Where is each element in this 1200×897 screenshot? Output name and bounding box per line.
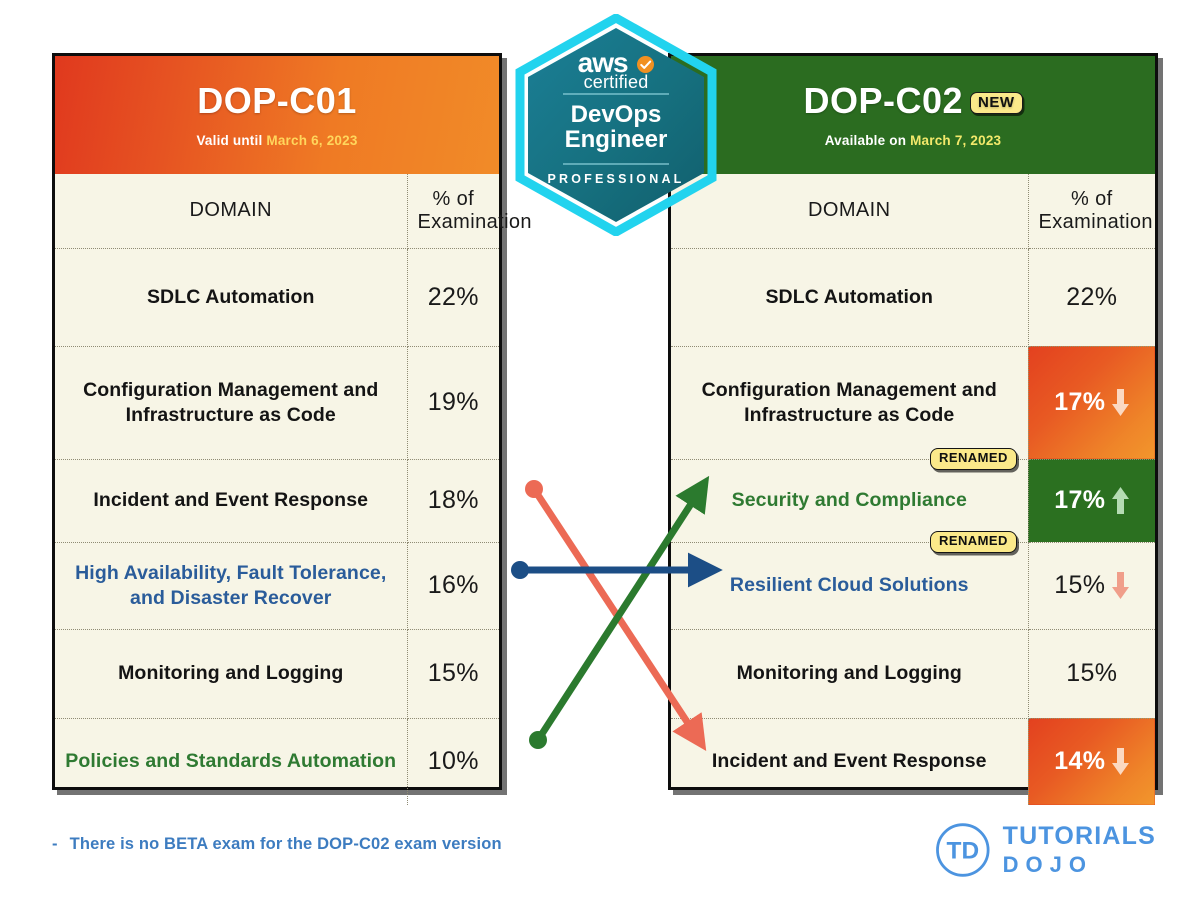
td-wordmark: TUTORIALS DOJO — [1003, 824, 1156, 876]
dop-c01-panel: DOP-C01 Valid until March 6, 2023 DOMAIN… — [52, 53, 532, 805]
dop-c02-availability-prefix: Available on — [824, 132, 907, 148]
dop-c02-panel: DOP-C02 NEW Available on March 7, 2023 D… — [668, 53, 1158, 805]
td-line-2: DOJO — [1002, 852, 1093, 877]
dop-c02-domain-cell-4: Resilient Cloud Solutions — [671, 542, 1029, 630]
dop-c01-pct-cell-3: 18% — [407, 459, 499, 543]
table-row: Security and Compliance 17% — [671, 459, 1155, 543]
td-monogram-icon: TD — [936, 823, 990, 877]
dop-c02-pct-cell-4: 15% — [1028, 542, 1155, 630]
dop-c01-domain-cell-1: SDLC Automation — [55, 248, 408, 347]
dop-c01-pct-cell-4: 16% — [407, 542, 499, 630]
dop-c01-pct-cell-6: 10% — [427, 747, 479, 776]
dop-c01-domain-cell-2: Configuration Management and Infrastruct… — [55, 346, 408, 460]
table-row: Incident and Event Response 14% — [671, 718, 1155, 805]
dop-c01-validity-prefix: Valid until — [196, 132, 263, 148]
trend-up-icon — [1112, 487, 1130, 514]
dop-c02-domain-cell-2: Configuration Management and Infrastruct… — [671, 346, 1029, 460]
renamed-badge-security-compliance: RENAMED — [930, 448, 1017, 470]
aws-level-label: PROFESSIONAL — [547, 172, 685, 186]
dop-c02-domain-cell-6: Incident and Event Response — [671, 718, 1029, 805]
dop-c01-domain-cell-3: Incident and Event Response — [55, 459, 408, 543]
dop-c01-banner: DOP-C01 Valid until March 6, 2023 — [55, 56, 499, 174]
dop-c02-availability-date: March 7, 2023 — [910, 132, 1002, 148]
dop-c02-table: DOMAIN % of Examination SDLC Automation … — [671, 174, 1155, 805]
dop-c02-col-domain: DOMAIN — [671, 174, 1029, 249]
table-row: Resilient Cloud Solutions 15% — [671, 542, 1155, 630]
dop-c02-domain-cell-1: SDLC Automation — [671, 248, 1029, 347]
dop-c01-pct-cell-2: 19% — [407, 346, 499, 460]
dop-c02-header-row: DOMAIN % of Examination — [671, 174, 1155, 249]
dop-c01-domain-cell-5: Monitoring and Logging — [55, 629, 408, 719]
dop-c01-header-row: DOMAIN % of Examination — [55, 174, 532, 249]
dop-c01-validity: Valid until March 6, 2023 — [196, 133, 357, 148]
trend-down-icon — [1112, 748, 1130, 776]
dop-c02-pct-cell-6: 14% — [1028, 718, 1155, 805]
table-row: Incident and Event Response 18% — [55, 459, 499, 543]
table-row: Policies and Standards Automation 10% — [55, 718, 499, 805]
table-row: SDLC Automation 22% — [55, 248, 499, 347]
dop-c02-title-text: DOP-C02 — [803, 79, 964, 121]
aws-role-label: DevOps Engineer — [564, 101, 668, 154]
dop-c01-table: DOMAIN % of Examination SDLC Automation … — [55, 174, 532, 805]
dop-c02-banner: DOP-C02 NEW Available on March 7, 2023 — [671, 56, 1155, 174]
renamed-badge-resilient-cloud: RENAMED — [930, 531, 1017, 553]
aws-smile-check-icon — [637, 56, 655, 73]
aws-wordmark: aws — [505, 47, 727, 79]
dop-c02-col-percentage: % of Examination — [1028, 174, 1155, 249]
dop-c01-pct-cell-5: 15% — [407, 629, 499, 719]
footnote: - There is no BETA exam for the DOP-C02 … — [52, 835, 502, 854]
dop-c01-domain-cell-6: Policies and Standards Automation — [55, 718, 408, 805]
svg-text:TD: TD — [947, 838, 980, 865]
footnote-text: There is no BETA exam for the DOP-C02 ex… — [69, 835, 502, 853]
dop-c01-title-text: DOP-C01 — [197, 79, 357, 121]
table-row: Configuration Management and Infrastruct… — [671, 346, 1155, 460]
dop-c02-domain-cell-5: Monitoring and Logging — [671, 629, 1029, 719]
dop-c02-pct-cell-2: 17% — [1028, 346, 1155, 460]
dop-c02-pct-cell-1: 22% — [1028, 248, 1155, 347]
dop-c01-col-domain: DOMAIN — [55, 174, 408, 249]
tutorials-dojo-logo: TD TUTORIALS DOJO — [934, 812, 1156, 888]
table-row: Configuration Management and Infrastruct… — [55, 346, 499, 460]
table-row: SDLC Automation 22% — [671, 248, 1155, 347]
table-row: Monitoring and Logging 15% — [55, 629, 499, 719]
dop-c01-pct-cell-1: 22% — [407, 248, 499, 347]
table-row: High Availability, Fault Tolerance, and … — [55, 542, 499, 630]
trend-down-icon — [1112, 572, 1130, 599]
table-row: Monitoring and Logging 15% — [671, 629, 1155, 719]
dop-c02-title: DOP-C02 NEW — [803, 79, 1023, 121]
td-line-1: TUTORIALS — [1002, 822, 1156, 850]
dop-c01-validity-date: March 6, 2023 — [266, 132, 358, 148]
dop-c02-pct-cell-5: 15% — [1028, 629, 1155, 719]
dop-c01-domain-cell-4: High Availability, Fault Tolerance, and … — [55, 542, 408, 630]
footnote-dash: - — [52, 835, 58, 853]
new-badge: NEW — [970, 91, 1023, 114]
aws-certified-label: certified — [583, 72, 649, 92]
dop-c02-pct-cell-3: 17% — [1028, 459, 1155, 543]
dop-c01-col-percentage: % of Examination — [407, 174, 532, 249]
trend-down-icon — [1112, 389, 1130, 416]
dop-c02-domain-cell-3: Security and Compliance — [671, 459, 1029, 543]
aws-certified-badge: aws certified DevOps Engineer PROFESSION… — [505, 12, 727, 238]
dop-c02-availability: Available on March 7, 2023 — [825, 133, 1002, 148]
badge-hexagon-shape — [515, 12, 717, 238]
dop-c01-title: DOP-C01 — [197, 79, 357, 121]
